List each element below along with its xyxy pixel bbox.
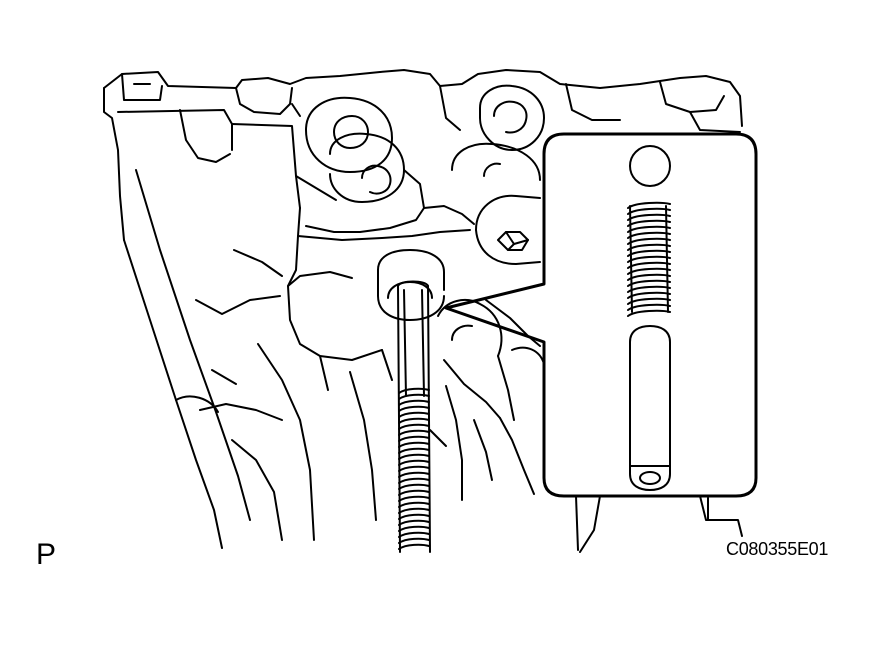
pin-icon <box>630 326 670 490</box>
spring-coil <box>628 215 670 220</box>
spring-coil <box>628 251 670 256</box>
rod-thread-coil <box>399 413 429 417</box>
rod-thread-coil <box>399 395 429 399</box>
valve-bore <box>378 250 444 320</box>
rod-thread-coil <box>399 509 429 513</box>
rod-thread-coil <box>399 431 429 435</box>
spring-coil <box>628 209 670 214</box>
rod-thread-coil <box>399 389 429 393</box>
spring-coil <box>628 221 670 226</box>
spring-coil <box>628 311 670 316</box>
view-label: P <box>36 538 57 571</box>
rod-thread-coil <box>399 419 429 423</box>
rod-thread-coils <box>399 389 429 549</box>
coil-spring-icon <box>628 203 670 316</box>
spring-coil <box>628 245 670 250</box>
rod-thread-coil <box>399 437 429 441</box>
rod-thread-coil <box>399 521 429 525</box>
detail-callout <box>446 134 756 496</box>
spring-coil <box>628 239 670 244</box>
spring-coil <box>628 275 670 280</box>
check-ball-icon <box>630 146 670 186</box>
rod-thread-coil <box>399 443 429 447</box>
rod-thread-coil <box>399 497 429 501</box>
figure-code: C080355E01 <box>726 539 829 559</box>
rod-thread-coil <box>399 407 429 411</box>
spring-coil <box>628 269 670 274</box>
rod-thread-coil <box>399 425 429 429</box>
rod-thread-coil <box>399 491 429 495</box>
rod-thread-coil <box>399 515 429 519</box>
spring-coil <box>628 305 670 310</box>
rod-thread-coil <box>399 455 429 459</box>
rod-thread-coil <box>399 449 429 453</box>
rod-thread-coil <box>399 545 429 549</box>
rod-thread-coil <box>399 539 429 543</box>
spring-coil <box>628 287 670 292</box>
rod-thread-coil <box>399 401 429 405</box>
spring-coil <box>628 227 670 232</box>
rod-thread-coil <box>399 485 429 489</box>
spring-coil <box>628 203 670 208</box>
rod-thread-coil <box>399 479 429 483</box>
spring-coil <box>628 281 670 286</box>
rod-thread-coil <box>399 473 429 477</box>
spring-coil <box>628 263 670 268</box>
rod-thread-coil <box>399 461 429 465</box>
rod-thread-coil <box>399 503 429 507</box>
rod-thread-coil <box>399 527 429 531</box>
transmission-housing <box>104 70 742 552</box>
rod-thread-coil <box>399 467 429 471</box>
rod-thread-coil <box>399 533 429 537</box>
spring-coil <box>628 257 670 262</box>
spring-coil <box>628 293 670 298</box>
spring-coil <box>628 299 670 304</box>
threaded-rod <box>398 282 430 553</box>
spring-coil <box>628 233 670 238</box>
